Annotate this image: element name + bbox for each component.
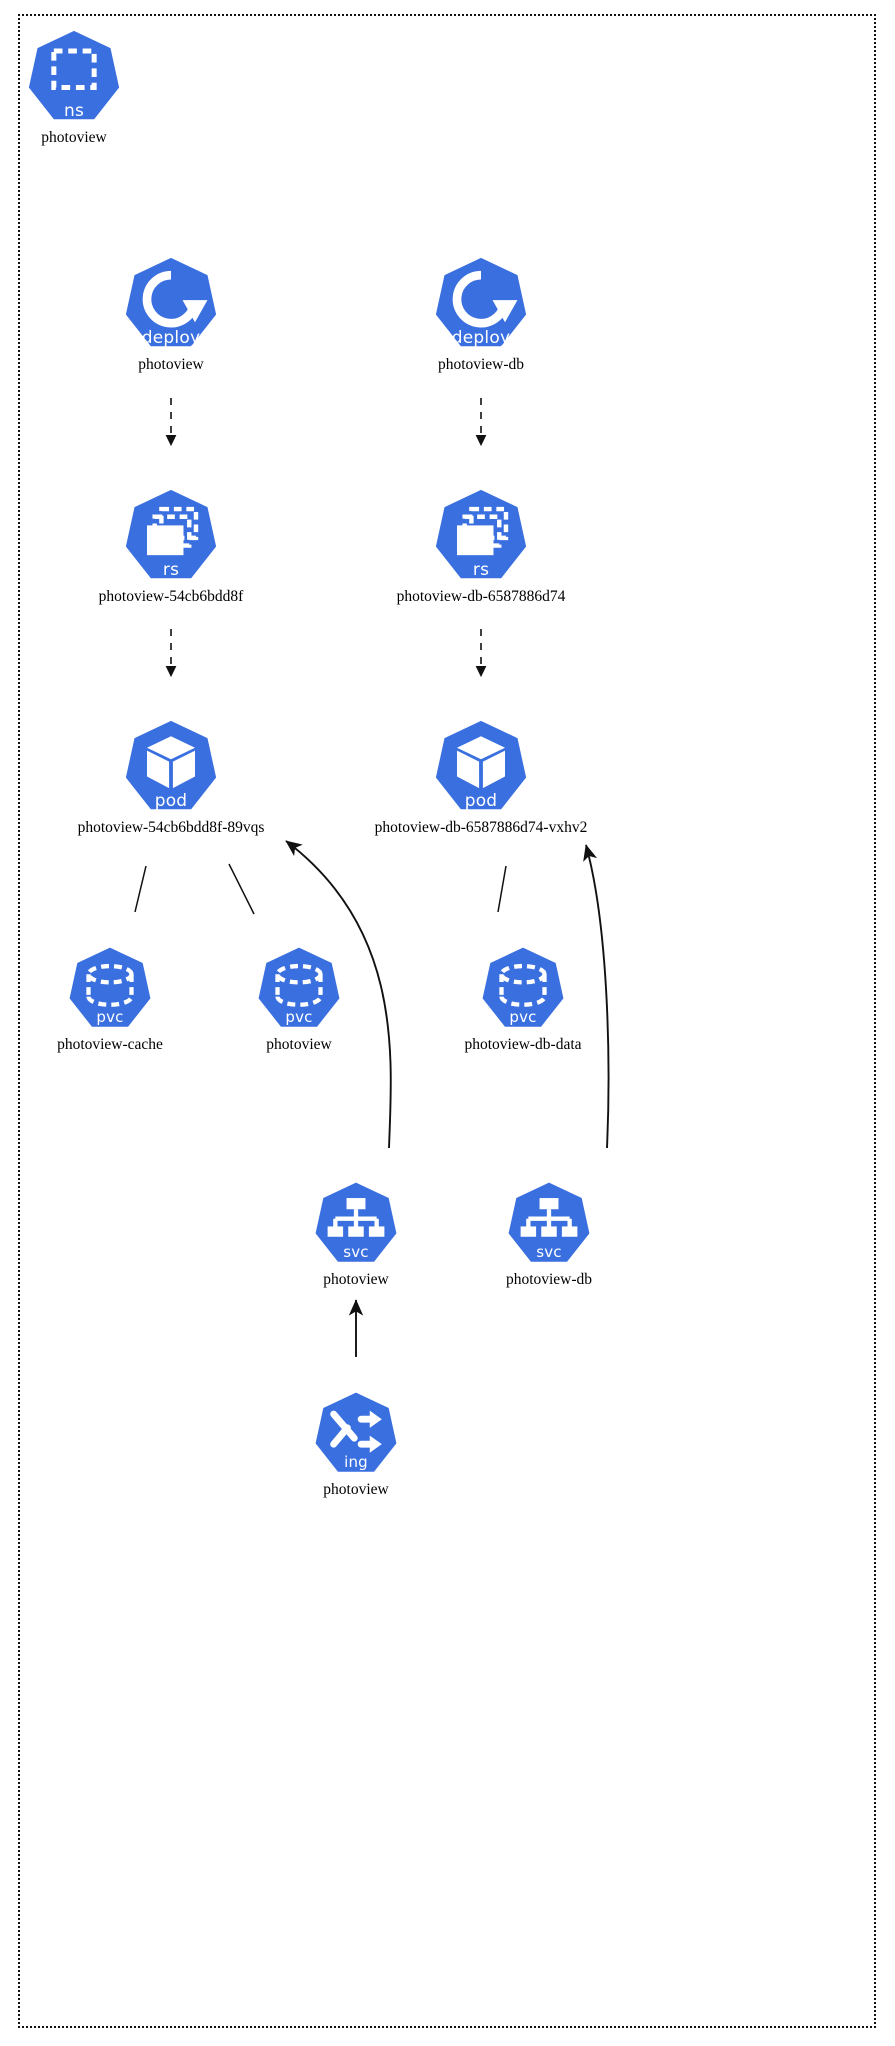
icon-kind-tag: pod	[464, 791, 498, 811]
node-replicaset-photoview-db[interactable]: rs photoview-db-6587886d74	[361, 487, 601, 605]
namespace-boundary	[18, 14, 876, 2028]
pvc-icon: pvc	[67, 945, 153, 1031]
node-namespace-photoview[interactable]: ns photoview	[0, 28, 194, 146]
node-label: photoview	[266, 1036, 332, 1053]
deployment-icon: deploy	[123, 255, 219, 351]
node-pod-photoview-db[interactable]: pod photoview-db-6587886d74-vxhv2	[361, 718, 601, 836]
node-label: photoview-db-6587886d74-vxhv2	[374, 819, 588, 836]
node-label: photoview	[323, 1271, 389, 1288]
icon-kind-tag: rs	[162, 560, 180, 580]
replicaset-icon: rs	[433, 487, 529, 583]
node-replicaset-photoview[interactable]: rs photoview-54cb6bdd8f	[51, 487, 291, 605]
node-pod-photoview[interactable]: pod photoview-54cb6bdd8f-89vqs	[51, 718, 291, 836]
icon-kind-tag: ns	[63, 101, 85, 121]
service-icon: svc	[506, 1180, 592, 1266]
deployment-icon: deploy	[433, 255, 529, 351]
pod-icon: pod	[433, 718, 529, 814]
node-label: photoview-db	[437, 356, 525, 373]
icon-kind-tag: pod	[154, 791, 188, 811]
pod-icon: pod	[123, 718, 219, 814]
icon-kind-tag: pvc	[96, 1008, 124, 1026]
node-label: photoview	[323, 1481, 389, 1498]
node-label: photoview	[41, 129, 107, 146]
replicaset-icon: rs	[123, 487, 219, 583]
node-label: photoview-db-6587886d74	[396, 588, 566, 605]
icon-kind-tag: deploy	[141, 328, 201, 348]
node-deployment-photoview[interactable]: deploy photoview	[51, 255, 291, 373]
node-label: photoview-db-data	[464, 1036, 582, 1053]
node-pvc-photoview-db-data[interactable]: pvc photoview-db-data	[403, 945, 643, 1053]
icon-kind-tag: svc	[343, 1243, 369, 1261]
icon-kind-tag: pvc	[509, 1008, 537, 1026]
pvc-icon: pvc	[480, 945, 566, 1031]
node-service-photoview[interactable]: svc photoview	[236, 1180, 476, 1288]
node-pvc-photoview-cache[interactable]: pvc photoview-cache	[0, 945, 230, 1053]
node-label: photoview-54cb6bdd8f-89vqs	[77, 819, 265, 836]
node-ingress-photoview[interactable]: ing photoview	[236, 1390, 476, 1498]
icon-kind-tag: deploy	[451, 328, 511, 348]
pvc-icon: pvc	[256, 945, 342, 1031]
ingress-icon: ing	[313, 1390, 399, 1476]
icon-kind-tag: svc	[536, 1243, 562, 1261]
node-label: photoview	[138, 356, 204, 373]
node-label: photoview-54cb6bdd8f	[98, 588, 244, 605]
node-service-photoview-db[interactable]: svc photoview-db	[429, 1180, 669, 1288]
node-label: photoview-db	[505, 1271, 593, 1288]
icon-kind-tag: rs	[472, 560, 490, 580]
node-label: photoview-cache	[57, 1036, 163, 1053]
icon-kind-tag: ing	[344, 1453, 368, 1471]
node-pvc-photoview[interactable]: pvc photoview	[179, 945, 419, 1053]
namespace-icon: ns	[26, 28, 122, 124]
service-icon: svc	[313, 1180, 399, 1266]
icon-kind-tag: pvc	[285, 1008, 313, 1026]
node-deployment-photoview-db[interactable]: deploy photoview-db	[361, 255, 601, 373]
